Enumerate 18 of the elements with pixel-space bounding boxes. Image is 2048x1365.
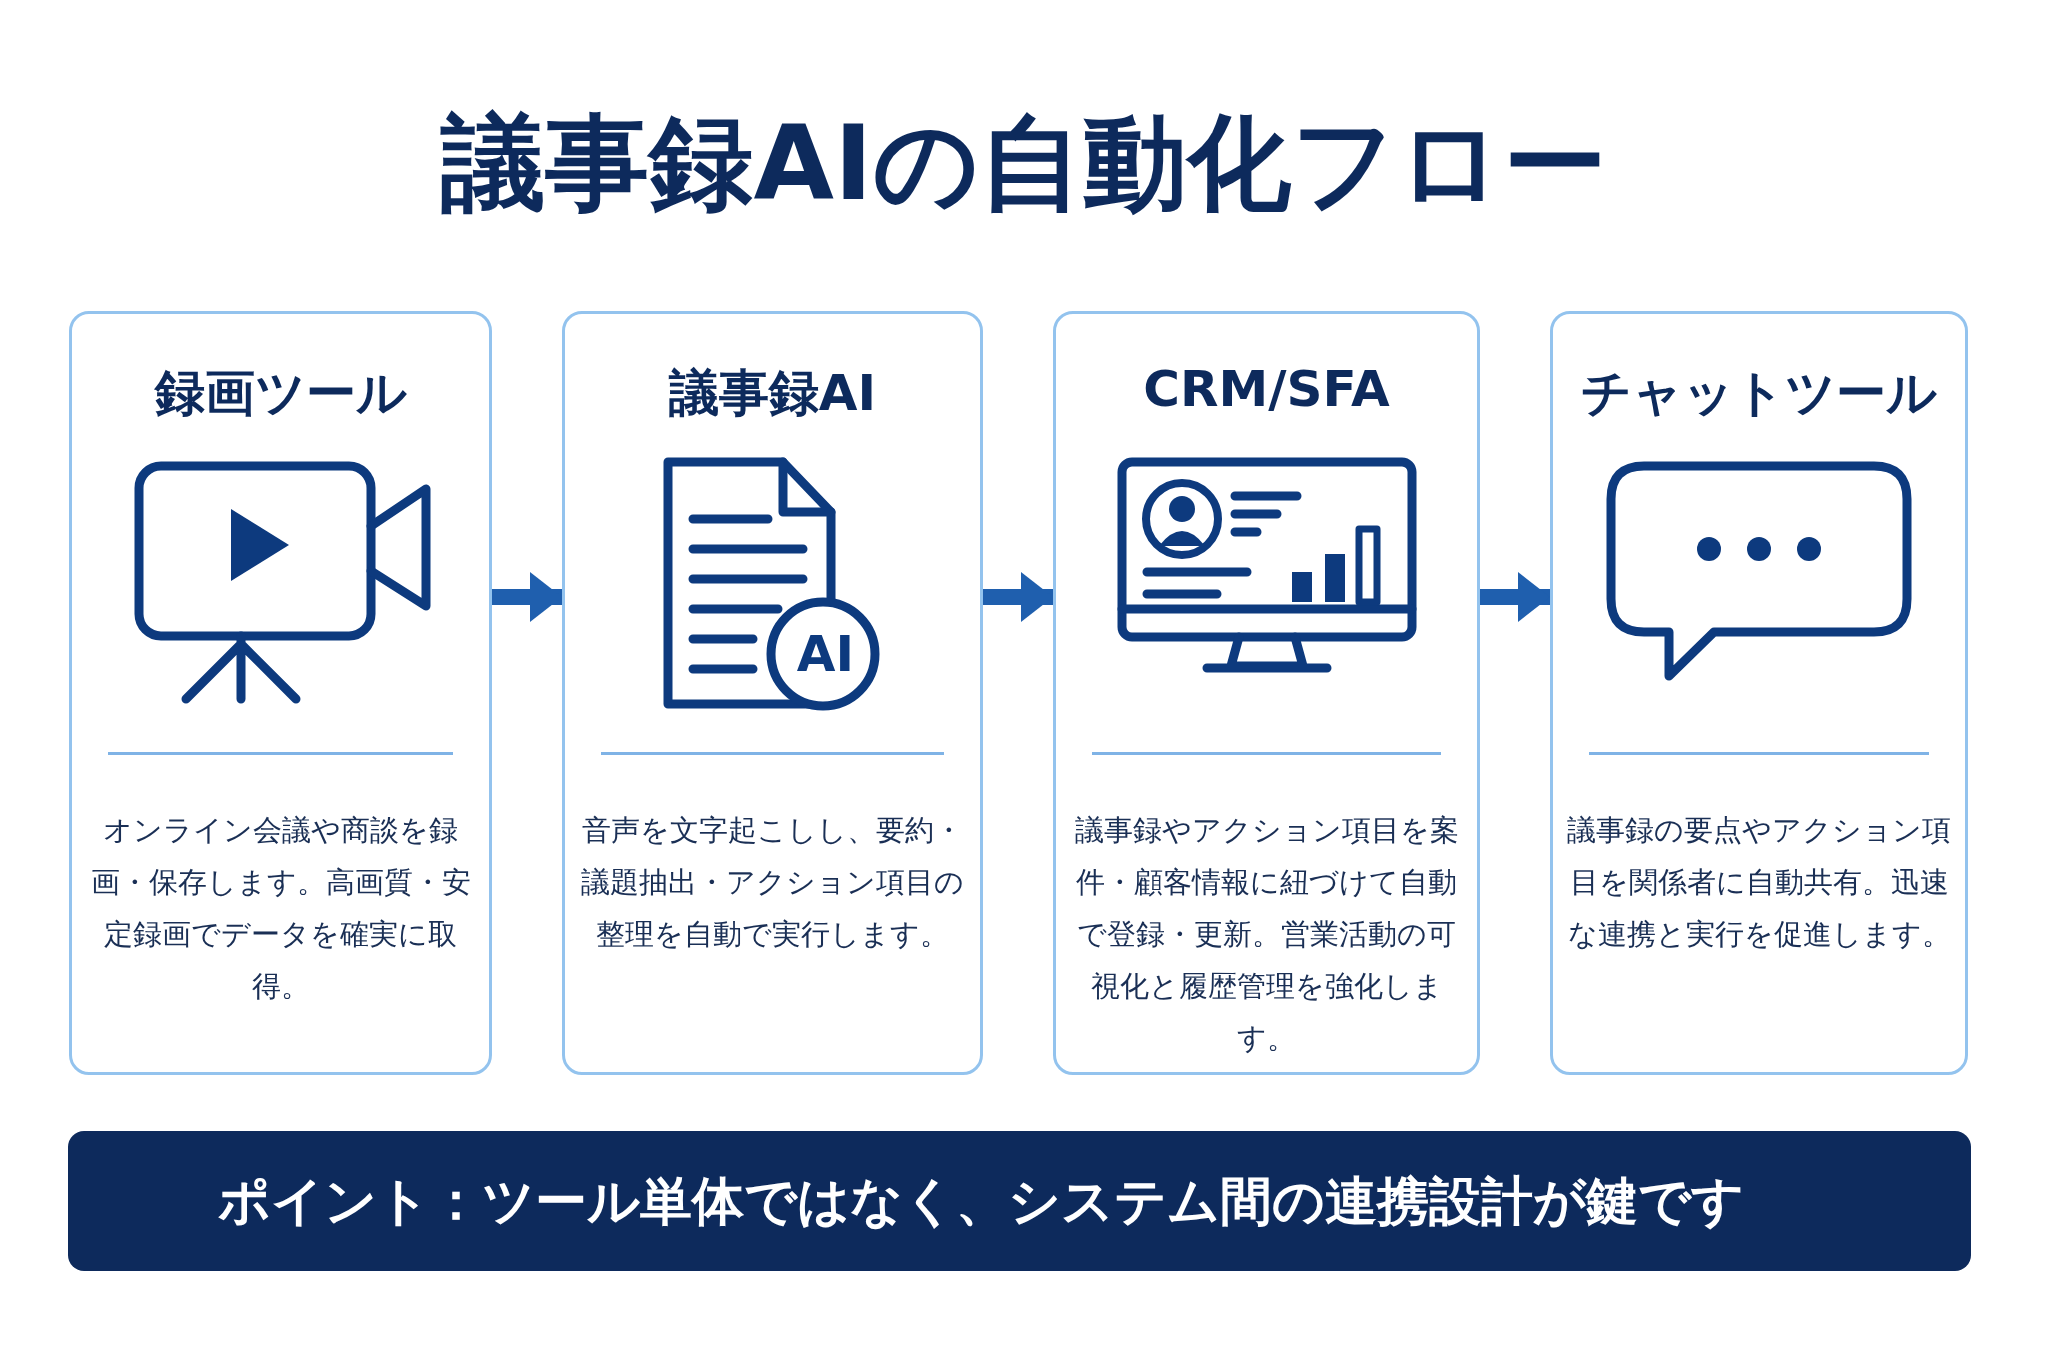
card-description: 音声を文字起こしし、要約・議題抽出・アクション項目の整理を自動で実行します。 [580, 812, 965, 953]
process-card [1053, 311, 1480, 1075]
card-description: 議事録の要点やアクション項目を関係者に自動共有。迅速な連携と実行を促進します。 [1566, 812, 1952, 953]
title: 議事録AIの自動化フロー [439, 101, 1608, 226]
process-card [69, 311, 492, 1075]
card-heading: CRM/SFA [1142, 360, 1391, 418]
card-description: 議事録やアクション項目を案件・顧客情報に紐づけて自動で登録・更新。営業活動の可視化と履歴管理を強化します。 [1073, 812, 1460, 1057]
arrow [983, 572, 1053, 622]
point-banner: ポイント：ツール単体ではなく、システム間の連携設計が鍵です [68, 1131, 1971, 1271]
arrow [492, 572, 562, 622]
card-heading: チャットツール [1580, 363, 1938, 424]
arrow [1480, 572, 1550, 622]
card-heading: 録画ツール [153, 363, 408, 424]
card-heading: 議事録AI [667, 363, 878, 424]
process-card [1550, 311, 1968, 1075]
card-description: オンライン会議や商談を録画・保存します。高画質・安定録画でデータを確実に取得。 [89, 812, 472, 1005]
badge-label: AI [795, 624, 856, 684]
process-card [562, 311, 983, 1075]
